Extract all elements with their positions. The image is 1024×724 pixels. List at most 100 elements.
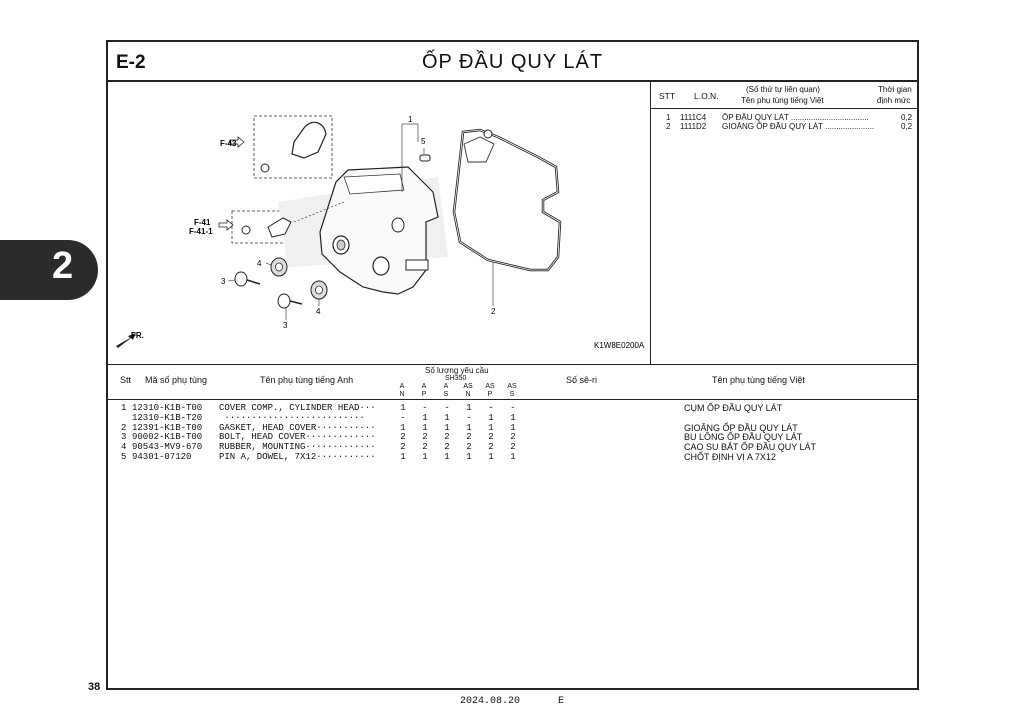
row-qty: 2 — [444, 432, 450, 443]
row-qty: 1 — [488, 452, 494, 462]
row-name-en: ·························· — [219, 412, 365, 423]
bracket-lower — [267, 217, 292, 238]
bolt-lower — [241, 225, 251, 235]
row-part-no: 94301-07120 — [132, 452, 192, 462]
parts-header-qty-title: Số lượng yêu cầu — [425, 366, 489, 375]
cover-boss — [391, 217, 405, 233]
diagram-drawing: 1 2 3 3 4 4 5 F-43 F-41 F-41-1 FR. K1W8E… — [116, 115, 645, 350]
callout-3-lower: 3 — [283, 321, 288, 330]
row-name-vn: BU LÔNG ỐP ĐẦU QUY LÁT — [684, 432, 803, 443]
ref-row: 1 1111C4 ỐP ĐẦU QUY LÁT ................… — [651, 113, 917, 123]
row-stt: 4 — [121, 442, 127, 453]
parts-header-part-no: Mã số phụ tùng — [145, 375, 208, 385]
callout-1: 1 — [408, 115, 413, 124]
row-part-no: 90002-K1B-T00 — [132, 432, 203, 443]
bracket-upper — [291, 121, 327, 159]
row-qty: 2 — [400, 432, 406, 443]
row-part-no: 12310-K1B-T00 — [132, 403, 203, 413]
parts-header-model: SH350 — [445, 375, 467, 382]
row-qty: 2 — [400, 442, 406, 453]
front-label: FR. — [131, 331, 144, 340]
dowel-pin — [419, 154, 431, 162]
row-qty: 1 — [400, 452, 406, 462]
row-name-vn: GIOĂNG ỐP ĐẦU QUY LÁT — [684, 422, 798, 433]
parts-table: Stt Mã số phụ tùng Tên phụ tùng tiếng An… — [108, 364, 917, 688]
parts-header-serial: Số sê-ri — [566, 375, 598, 385]
row-qty: 1 — [400, 403, 406, 413]
callout-5: 5 — [421, 137, 426, 146]
table-row: 1 12310-K1B-T00 COVER COMP., CYLINDER HEAD… — [108, 403, 917, 413]
row-name-en: COVER COMP., CYLINDER HEAD··· — [219, 403, 376, 413]
row-qty: 2 — [444, 442, 450, 453]
row-qty: 1 — [488, 422, 494, 433]
row-part-no: 12310-K1B-T20 — [132, 412, 203, 423]
ref-header-time-1: Thời gian — [878, 85, 912, 94]
rubber-lower-hole — [315, 285, 323, 295]
row-qty: 2 — [488, 432, 494, 443]
cover-top-rib — [343, 173, 405, 195]
row-qty: 1 — [510, 422, 516, 433]
leader-3-a — [227, 279, 236, 282]
reference-table-header: STT L.O.N. (Số thứ tự liên quan) Tên phụ… — [651, 82, 917, 109]
row-qty: 1 — [444, 412, 450, 423]
row-qty: - — [466, 412, 472, 423]
row-stt: 5 — [121, 452, 127, 462]
row-qty: 2 — [510, 432, 516, 443]
ref-row-stt: 2 — [666, 122, 671, 131]
row-qty: 1 — [422, 422, 428, 433]
ref-header-time-2: định mức — [877, 96, 911, 105]
cover-tab — [405, 259, 429, 271]
ref-header-desc-1: (Số thứ tự liên quan) — [746, 85, 820, 94]
bolt-shank-upper — [246, 279, 261, 285]
bolt-head-upper — [234, 271, 248, 287]
section-tab — [0, 240, 98, 300]
edition-code: E — [558, 696, 565, 707]
ref-f41: F-41 — [194, 218, 211, 227]
ref-row-lon: 1111D2 — [680, 122, 707, 131]
ref-row-lon: 1111C4 — [680, 113, 707, 122]
row-qty: 1 — [510, 412, 516, 423]
cover-hole-right — [372, 256, 390, 276]
parts-header-name-en: Tên phụ tùng tiếng Anh — [260, 375, 354, 385]
section-code: E-2 — [116, 52, 146, 73]
ref-f43: F-43 — [220, 139, 237, 148]
row-name-en: BOLT, HEAD COVER············· — [219, 432, 376, 443]
row-qty: 1 — [400, 422, 406, 433]
callout-4-upper: 4 — [257, 259, 262, 268]
row-qty: - — [488, 403, 494, 413]
print-date: 2024.08.20 — [460, 696, 521, 707]
bolt-shank-lower — [289, 300, 303, 305]
row-stt: 2 — [121, 422, 127, 433]
title-bar: E-2 ỐP ĐẦU QUY LÁT — [108, 42, 917, 82]
leader-bracket — [293, 201, 345, 223]
gasket-hole — [483, 129, 493, 139]
gasket-inner — [453, 129, 561, 271]
row-qty: 2 — [422, 442, 428, 453]
row-qty: 1 — [466, 422, 472, 433]
row-qty: 1 — [422, 452, 428, 462]
f41-arrow-icon — [218, 219, 234, 231]
row-qty: 1 — [444, 452, 450, 462]
exploded-diagram: 1 2 3 3 4 4 5 F-43 F-41 F-41-1 FR. K1W8E… — [108, 82, 651, 364]
table-row: 5 94301-07120 PIN A, DOWEL, 7X12··········… — [108, 452, 917, 462]
ref-f41-1: F-41-1 — [189, 227, 213, 236]
row-name-en: PIN A, DOWEL, 7X12··········· — [219, 452, 376, 462]
row-stt: 1 — [121, 403, 127, 413]
image-code: K1W8E0200A — [594, 341, 645, 350]
ref-row-name: GIOĂNG ỐP ĐẦU QUY LÁT ..................… — [722, 122, 875, 131]
bolt-upper — [260, 163, 270, 173]
row-qty: 1 — [488, 412, 494, 423]
table-row: 12310-K1B-T20 ··························… — [108, 413, 917, 423]
row-stt: 3 — [121, 432, 127, 443]
row-qty: 1 — [444, 422, 450, 433]
row-name-vn: CỤM ỐP ĐẦU QUY LÁT — [684, 403, 783, 413]
row-qty: 1 — [510, 452, 516, 462]
row-part-no: 90543-MV9-670 — [132, 442, 203, 453]
row-qty: - — [510, 403, 516, 413]
row-qty: - — [444, 403, 450, 413]
